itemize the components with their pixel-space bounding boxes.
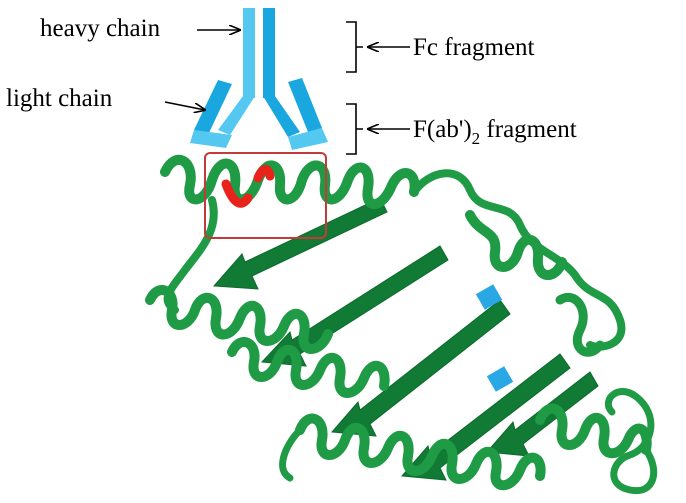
- heavy-chain-stem-left: [243, 8, 255, 98]
- beta-strand-3: [330, 299, 511, 437]
- fab-fragment-label: F(ab')2 fragment: [413, 116, 577, 148]
- blue-patches: [475, 284, 514, 392]
- heavy-chain-stem-right: [263, 8, 275, 98]
- fab-subscript: 2: [472, 129, 481, 148]
- heavy-chain-arm-right: [263, 96, 300, 137]
- antibody: [190, 8, 328, 150]
- light-chain-label: light chain: [6, 85, 113, 112]
- helix-right: [465, 210, 567, 280]
- beta-strand-1: [212, 197, 388, 290]
- helix-lower: [227, 337, 390, 398]
- heavy-chain-arm-left: [218, 96, 255, 135]
- helix-bottom: [295, 413, 546, 491]
- blue-patch-2: [486, 366, 514, 392]
- fab-suffix: fragment: [480, 116, 577, 143]
- light-chain-arrow: [164, 101, 205, 110]
- fc-fragment-label: Fc fragment: [413, 34, 535, 61]
- light-chain-right: [288, 78, 322, 132]
- light-chain-left-tip: [190, 130, 232, 148]
- fab-prefix: F(ab: [413, 116, 459, 143]
- helix-middle: [145, 285, 333, 354]
- light-chain-left: [194, 80, 232, 135]
- helix-bottom-right: [535, 403, 652, 459]
- blue-patch-1: [475, 284, 503, 310]
- fab-close: ): [463, 116, 471, 143]
- epitope-highlight-box: [204, 152, 327, 239]
- fc-bracket: [346, 21, 363, 73]
- heavy-chain-label: heavy chain: [40, 15, 161, 42]
- loop-bottom-right: [604, 388, 658, 495]
- loop-bottom-left: [279, 426, 304, 482]
- fab-prime: ': [459, 116, 464, 143]
- helix-right-lower: [555, 292, 605, 357]
- fab-bracket: [346, 103, 363, 155]
- protein-ribbon: [145, 155, 658, 495]
- helix-top: [160, 155, 420, 210]
- light-chain-right-tip: [288, 128, 328, 150]
- epitope-segment: [221, 165, 275, 208]
- protein-beta-sheet: [212, 197, 599, 481]
